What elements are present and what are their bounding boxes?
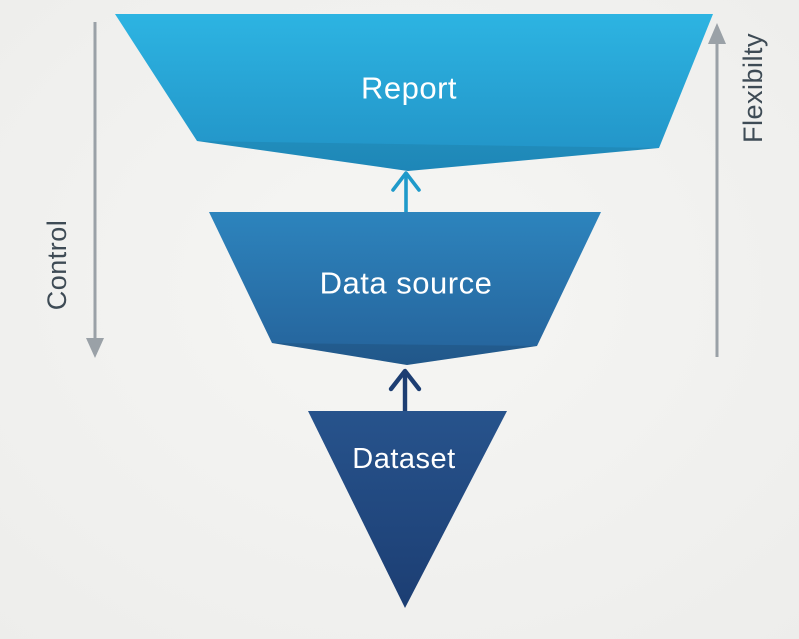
report-label: Report [361,71,457,106]
control-arrow-down-icon [86,338,104,358]
report-shape-fold-shadow [197,141,659,171]
flexibility-label: Flexibilty [738,33,768,143]
layer-dataset: Dataset [308,411,507,608]
dataset-label: Dataset [352,443,455,475]
up-arrow-datasource-to-report-icon [391,171,421,216]
data-source-shape [209,212,601,365]
control-axis: Control [42,22,104,358]
data-source-label: Data source [320,266,493,301]
flexibility-axis: Flexibilty [708,23,768,357]
report-shape [115,14,713,171]
flexibility-arrow-up-icon [708,23,726,44]
control-label: Control [42,220,72,311]
layer-report: Report [115,14,713,171]
layer-data-source: Data source [209,212,601,365]
dataset-shape [308,411,507,608]
up-arrow-dataset-to-datasource-icon [388,368,422,414]
data-source-shape-fold-shadow [272,343,537,365]
